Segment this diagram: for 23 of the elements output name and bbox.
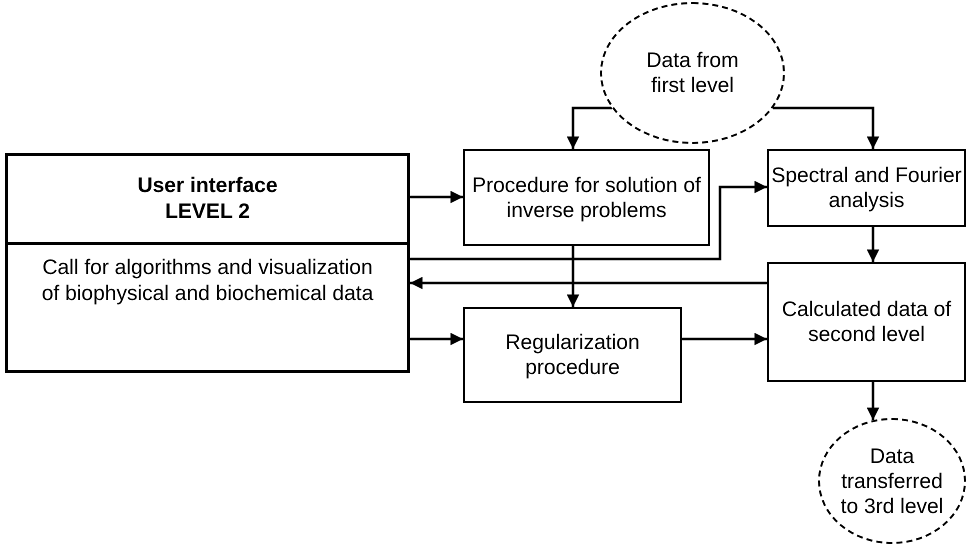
- arrow: [410, 190, 463, 204]
- box-heading: User interface LEVEL 2: [136, 173, 279, 225]
- node-label: Calculated data of second level: [780, 297, 952, 347]
- node-label: Data transferred to 3rd level: [840, 444, 944, 518]
- arrow: [682, 332, 767, 346]
- arrow: [410, 276, 767, 290]
- process-box: [463, 149, 710, 246]
- node-label: Spectral and Fourier analysis: [770, 163, 963, 213]
- node-label: Data from first level: [645, 48, 740, 98]
- arrow: [866, 227, 880, 262]
- arrow: [566, 106, 612, 149]
- arrow: [410, 332, 463, 346]
- box-text: Call for algorithms and visualization of biophysical and biochemical data: [40, 255, 374, 307]
- process-box: [767, 149, 966, 227]
- arrow: [772, 106, 880, 149]
- process-box: [463, 307, 682, 403]
- arrow: [410, 180, 767, 260]
- process-box: [767, 262, 966, 382]
- node-label: Regularization procedure: [504, 330, 641, 380]
- node-label: Procedure for solution of inverse problems: [471, 172, 702, 222]
- arrow: [866, 382, 880, 420]
- process-box: [5, 153, 410, 373]
- arrow: [566, 246, 580, 307]
